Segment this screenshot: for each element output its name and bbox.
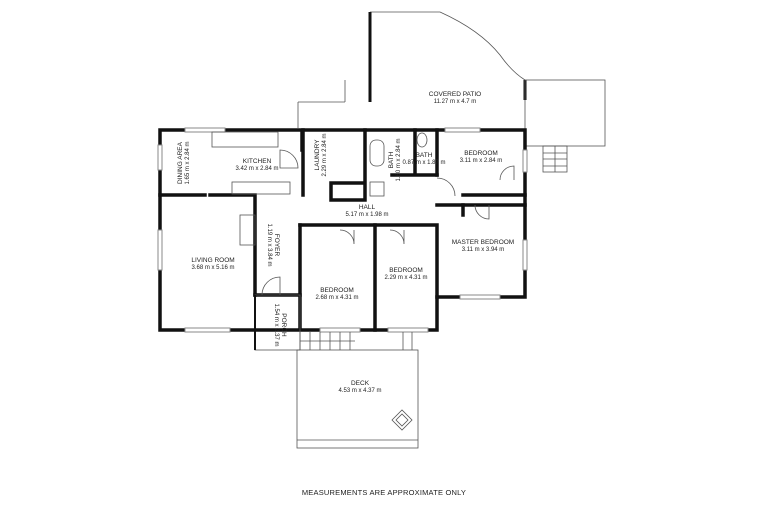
measurements-disclaimer: MEASUREMENTS ARE APPROXIMATE ONLY [301, 488, 467, 497]
svg-text:DECK: DECK [351, 380, 370, 387]
patio-stairs [542, 145, 568, 173]
svg-text:11.27 m x 4.7 m: 11.27 m x 4.7 m [434, 99, 477, 105]
room-label-deck: DECK 4.53 m x 4.37 m [338, 380, 381, 394]
room-label-kitchen: KITCHEN 3.42 m x 2.84 m [235, 158, 278, 172]
room-label-bedroom-2: BEDROOM 2.68 m x 4.31 m [315, 287, 358, 301]
room-label-living-room: LIVING ROOM 3.68 m x 5.16 m [191, 257, 234, 271]
svg-text:3.42 m x 2.84 m: 3.42 m x 2.84 m [235, 166, 278, 172]
svg-text:LIVING ROOM: LIVING ROOM [191, 257, 234, 264]
svg-text:FOYER: FOYER [273, 234, 280, 257]
svg-text:BATH: BATH [416, 152, 433, 159]
room-label-hall: HALL 5.17 m x 1.98 m [345, 204, 388, 218]
svg-text:PORCH: PORCH [280, 313, 287, 337]
svg-text:MASTER BEDROOM: MASTER BEDROOM [452, 239, 514, 246]
room-label-porch: PORCH 1.54 m x 2.37 m [273, 303, 287, 346]
windows [157, 127, 528, 333]
svg-text:1.60 m x 2.84 m: 1.60 m x 2.84 m [396, 138, 402, 181]
kitchen-counters [211, 131, 291, 246]
svg-text:3.11 m x 2.84 m: 3.11 m x 2.84 m [460, 158, 503, 164]
bath-fixtures [369, 132, 428, 197]
svg-text:2.29 m x 4.31 m: 2.29 m x 4.31 m [384, 275, 427, 281]
room-label-bath: BATH 1.60 m x 2.84 m [388, 138, 402, 181]
svg-text:0.87 m x 1.87 m: 0.87 m x 1.87 m [402, 160, 445, 166]
deck [296, 332, 419, 449]
svg-text:BEDROOM: BEDROOM [389, 267, 423, 274]
svg-text:4.53 m x 4.37 m: 4.53 m x 4.37 m [338, 388, 381, 394]
svg-text:1.65 m x 2.84 m: 1.65 m x 2.84 m [185, 141, 191, 184]
room-label-bath-2: BATH 0.87 m x 1.87 m [402, 152, 445, 166]
svg-text:HALL: HALL [359, 204, 376, 211]
svg-text:1.54 m x 2.37 m: 1.54 m x 2.37 m [273, 303, 279, 346]
room-label-dining-area: DINING AREA 1.65 m x 2.84 m [177, 141, 191, 184]
room-label-bedroom-1: BEDROOM 3.11 m x 2.84 m [460, 150, 503, 164]
room-label-covered-patio: COVERED PATIO 11.27 m x 4.7 m [429, 91, 482, 105]
doors [261, 149, 515, 296]
svg-text:DINING AREA: DINING AREA [177, 141, 184, 184]
room-label-foyer: FOYER 1.19 m x 3.84 m [266, 223, 280, 266]
svg-text:BEDROOM: BEDROOM [320, 287, 354, 294]
svg-text:BEDROOM: BEDROOM [464, 150, 498, 157]
covered-patio-outline [297, 11, 606, 147]
room-label-bedroom-3: BEDROOM 2.29 m x 4.31 m [384, 267, 427, 281]
svg-text:2.29 m x 2.84 m: 2.29 m x 2.84 m [322, 133, 328, 176]
svg-text:1.19 m x 3.84 m: 1.19 m x 3.84 m [266, 223, 272, 266]
svg-text:3.68 m x 5.16 m: 3.68 m x 5.16 m [191, 265, 234, 271]
svg-text:KITCHEN: KITCHEN [243, 158, 272, 165]
svg-text:3.11 m x 3.94 m: 3.11 m x 3.94 m [462, 247, 505, 253]
porch [254, 294, 301, 351]
svg-text:LAUNDRY: LAUNDRY [314, 139, 321, 171]
room-label-master-bedroom: MASTER BEDROOM 3.11 m x 3.94 m [452, 239, 514, 253]
svg-text:5.17 m x 1.98 m: 5.17 m x 1.98 m [345, 212, 388, 218]
svg-text:BATH: BATH [388, 151, 395, 168]
svg-text:COVERED PATIO: COVERED PATIO [429, 91, 482, 98]
room-label-laundry: LAUNDRY 2.29 m x 2.84 m [314, 133, 328, 176]
svg-text:2.68 m x 4.31 m: 2.68 m x 4.31 m [315, 295, 358, 301]
